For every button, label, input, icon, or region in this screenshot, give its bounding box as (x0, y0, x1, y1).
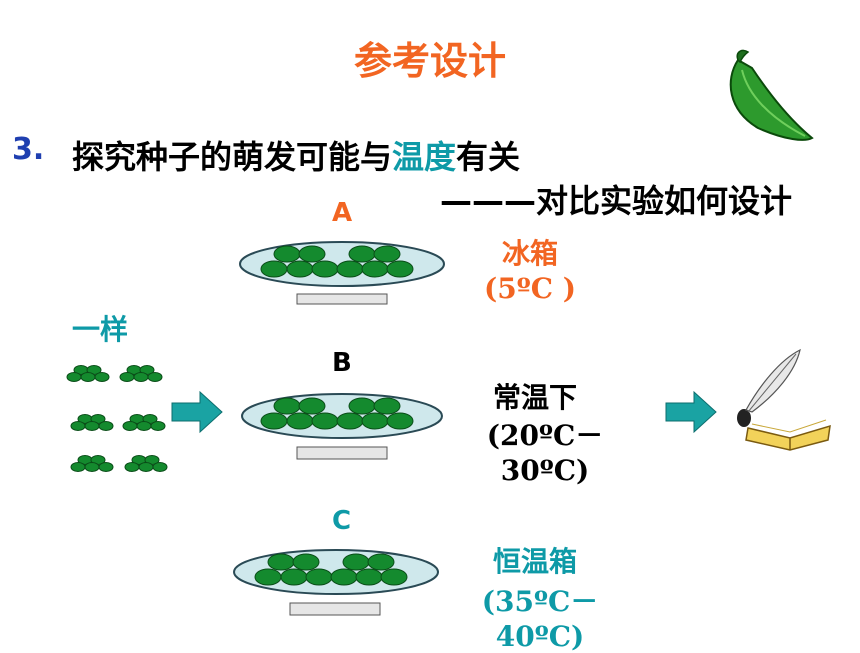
arrow-right-icon-2 (665, 390, 717, 434)
group-c-letter: C (332, 506, 352, 536)
group-a-condition: 冰箱 (501, 237, 558, 270)
seed-clusters (67, 366, 167, 472)
group-b-temperature: (20ºC－30ºC) (486, 419, 604, 487)
group-a-letter: A (332, 198, 353, 228)
group-c-temperature: (35ºC－40ºC) (481, 585, 599, 653)
page-title: 参考设计 (353, 39, 506, 83)
question-text-after: 有关 (456, 138, 521, 176)
dish-a (239, 241, 445, 305)
dish-c (233, 549, 439, 616)
arrow-right-icon (171, 390, 223, 434)
question-text: 探究种子的萌发可能与温度有关 (72, 132, 520, 178)
dish-b (241, 393, 443, 460)
group-a-temperature: (5ºC ) (483, 272, 576, 305)
quill-book-icon (737, 348, 831, 451)
pea-pod-icon (729, 49, 814, 141)
group-c-condition: 恒温箱 (492, 545, 577, 578)
group-b-condition: 常温下 (492, 381, 577, 414)
question-highlight: 温度 (392, 138, 457, 176)
group-b-letter: B (332, 348, 352, 378)
same-seeds-label: 一样 (72, 313, 129, 346)
question-number: 3. (12, 132, 45, 167)
subtitle: ———对比实验如何设计 (440, 182, 793, 220)
question-text-before: 探究种子的萌发可能与 (72, 138, 393, 176)
